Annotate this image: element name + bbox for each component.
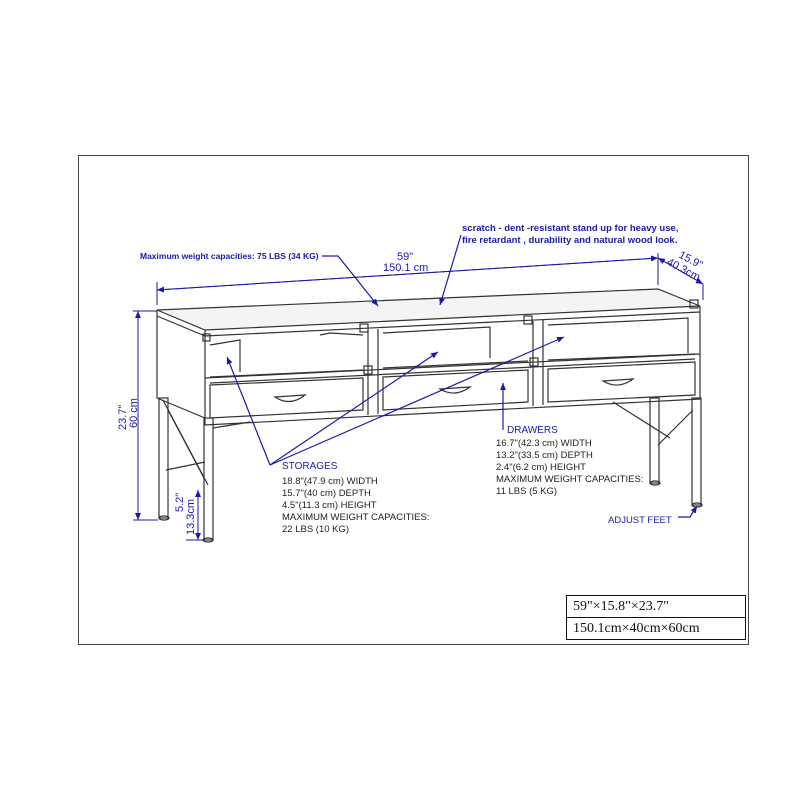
size-metric: 150.1cm×40cm×60cm xyxy=(567,617,745,639)
frame-legs xyxy=(158,397,703,543)
max-weight-callout: Maximum weight capacities: 75 LBS (34 KG… xyxy=(140,251,319,261)
leader-storage-2 xyxy=(269,351,439,466)
drawer-height: 2.4"(6.2 cm) HEIGHT xyxy=(496,462,586,473)
material-callout-line2: fire retardant , durability and natural … xyxy=(462,235,678,246)
clearance-inch-label: 5.2" xyxy=(174,493,186,512)
drawer-width: 16.7"(42.3 cm) WIDTH xyxy=(496,438,592,449)
leader-storage-3 xyxy=(269,336,565,466)
drawer-middle xyxy=(382,369,529,411)
width-cm-label: 150.1 cm xyxy=(383,262,428,274)
material-callout-line1: scratch - dent -resistant stand up for h… xyxy=(462,223,679,234)
side-panel xyxy=(156,316,206,419)
drawer-capacity-value: 11 LBS (5 KG) xyxy=(496,486,558,497)
storage-capacity-label: MAXIMUM WEIGHT CAPACITIES: xyxy=(282,512,430,523)
furniture-outline xyxy=(156,288,703,543)
drawer-handle-left xyxy=(273,394,307,403)
leader-material xyxy=(439,234,462,306)
drawers-specs: 16.7"(42.3 cm) WIDTH 13.2"(33.5 cm) DEPT… xyxy=(496,438,643,498)
leader-adjust-feet xyxy=(678,505,698,518)
storages-specs: 18.8"(47.9 cm) WIDTH 15.7"(40 cm) DEPTH … xyxy=(282,476,429,536)
drawer-capacity-label: MAXIMUM WEIGHT CAPACITIES: xyxy=(496,474,644,485)
drawer-left xyxy=(209,377,364,419)
dimension-lines xyxy=(133,253,704,541)
diagram-frame xyxy=(78,155,749,645)
drawer-handle-middle xyxy=(438,386,473,394)
overall-size-box: 59"×15.8"×23.7" 150.1cm×40cm×60cm xyxy=(566,595,746,640)
leader-lines xyxy=(226,234,698,518)
tabletop xyxy=(156,288,701,331)
height-cm-label: 60 cm xyxy=(128,398,140,428)
storage-capacity-value: 22 LBS (10 KG) xyxy=(282,524,350,535)
storages-title: STORAGES xyxy=(282,461,338,472)
size-imperial: 59"×15.8"×23.7" xyxy=(573,599,669,614)
clearance-cm-label: 13.3cm xyxy=(185,499,197,535)
drawers-title: DRAWERS xyxy=(507,425,558,436)
leader-max-weight xyxy=(322,255,379,307)
drawer-right xyxy=(547,361,696,403)
front-panel xyxy=(204,312,701,426)
storage-depth: 15.7"(40 cm) DEPTH xyxy=(282,488,371,499)
height-inch-label: 23.7" xyxy=(117,405,129,430)
drawer-depth: 13.2"(33.5 cm) DEPTH xyxy=(496,450,593,461)
leader-storage-1 xyxy=(226,356,271,466)
storage-height: 4.5"(11.3 cm) HEIGHT xyxy=(282,500,377,511)
adjust-feet-callout: ADJUST FEET xyxy=(608,515,672,526)
width-inch-label: 59" xyxy=(397,251,413,263)
storage-width: 18.8"(47.9 cm) WIDTH xyxy=(282,476,378,487)
drawer-handle-right xyxy=(601,378,636,386)
